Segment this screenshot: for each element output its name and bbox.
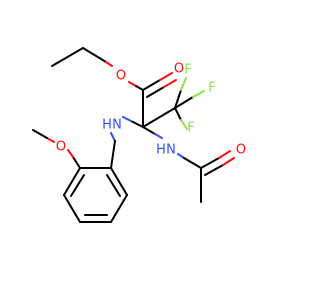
atom-n-aryl: N <box>112 118 122 133</box>
atom-o-methoxy: O <box>56 140 66 155</box>
bond-cf3-f3 <box>174 107 182 121</box>
bond-acetyl-co-1-o <box>218 150 231 159</box>
bond-ester-c-o <box>135 85 144 91</box>
bond-ring-inner-1 <box>70 174 85 197</box>
atom-f-bottom: F <box>187 121 194 136</box>
bond-central-nh-aryl <box>130 120 144 128</box>
bond-n-acetyl-c-n <box>177 153 185 159</box>
bond-ring-5 <box>110 194 128 223</box>
atom-h-nh-aryl: H <box>102 118 112 133</box>
molecule-diagram: O O F F F H N H N O O <box>32 47 246 223</box>
bond-cf3-f1 <box>174 89 182 109</box>
atom-o-ether: O <box>116 69 126 84</box>
bond-carbonyl-2-o <box>163 79 177 88</box>
bond-ethyl-ch3 <box>51 47 84 67</box>
bond-ether-o-c <box>128 81 137 87</box>
bond-acetyl-co-1 <box>200 157 220 169</box>
atom-n-acetyl: N <box>166 143 176 158</box>
bond-cf3-f1-f <box>180 77 187 91</box>
bond-carbonyl-1 <box>142 79 161 91</box>
structure-drawing: O O F F F H N H N O O <box>32 47 246 223</box>
atom-f-top-right: F <box>208 81 215 96</box>
atom-o-carbonyl: O <box>174 62 184 77</box>
atom-h-nh-acetyl: H <box>156 143 166 158</box>
atom-f-top-left: F <box>184 63 191 78</box>
bond-ethyl-ch2 <box>82 47 107 63</box>
atom-o-acetyl: O <box>236 143 246 158</box>
bond-central-nh-aryl-n <box>122 116 132 122</box>
bond-carbonyl-1-o <box>159 72 173 81</box>
bond-ether-o-ch2 <box>105 61 113 67</box>
bond-nh-ring-c <box>110 140 116 169</box>
bond-n-acetyl-c <box>183 157 202 169</box>
bond-acetyl-co-2 <box>204 164 224 176</box>
bond-methoxy-o-ch3 <box>46 137 55 143</box>
bond-ring-6 <box>110 167 128 196</box>
bond-acetyl-co-2-o <box>222 157 235 166</box>
bond-ring-methoxy-o <box>67 149 74 158</box>
bond-cf3-f2-f <box>192 90 205 98</box>
bond-ring-3 <box>63 194 81 223</box>
bond-carbonyl-2 <box>146 86 165 98</box>
bond-central-nh-acetyl <box>142 126 156 135</box>
bond-nh-ring-n <box>110 132 116 142</box>
bond-central-nh-acetyl-n <box>154 133 163 139</box>
bond-central-cf3 <box>142 107 176 128</box>
bond-ring-2 <box>63 167 81 196</box>
bond-ring-inner-3 <box>106 174 121 197</box>
bond-cf3-f2 <box>174 96 194 109</box>
bond-cf3-f3-f <box>180 119 188 130</box>
bond-ring-methoxy-c <box>72 156 81 169</box>
bond-methoxy-ch3 <box>32 129 48 139</box>
